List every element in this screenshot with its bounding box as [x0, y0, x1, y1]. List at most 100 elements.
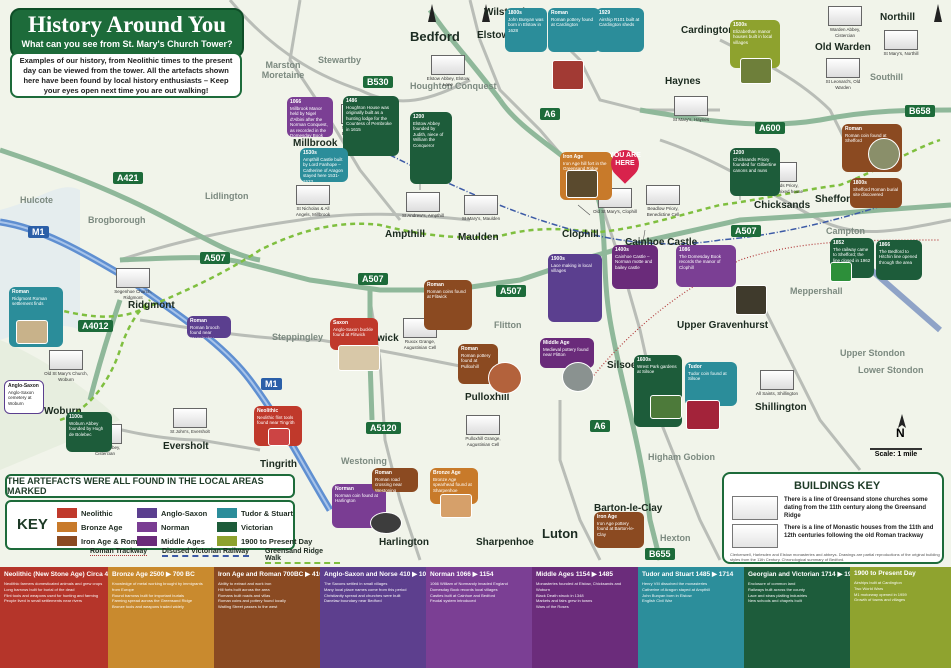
church-maulden: St Mary's, Maulden — [458, 195, 504, 222]
place-label: Flitwick — [362, 333, 399, 344]
place-label: Harlington — [379, 537, 429, 548]
key-label: Norman — [161, 522, 190, 532]
place-label: Houghton Conquest — [410, 81, 497, 91]
place-label: Clophill — [562, 229, 599, 240]
timeline-period-heading: Bronze Age 2500 ▶ 700 BC — [112, 571, 195, 578]
callout-period: 1929 — [599, 10, 611, 16]
callout-text: Airship R101 built at Cardington sheds — [599, 16, 640, 28]
callout-period: 1800s — [508, 10, 522, 16]
callout-text: Houghton House was originally built as a… — [346, 104, 392, 132]
map-subtitle: What can you see from St. Mary's Church … — [21, 39, 233, 49]
timeline-fact: Round barrows built for important burial… — [112, 592, 185, 598]
church-label: Pulloxhill Grange, Augustinian Cell — [465, 436, 501, 447]
key-item: Norman — [137, 522, 189, 532]
key-item: Anglo-Saxon — [137, 508, 207, 518]
place-label: Northill — [880, 12, 915, 23]
place-label: Barton-le-Clay — [594, 503, 663, 514]
timeline-fact: Monasteries founded at Elstow, Chicksand… — [536, 581, 622, 592]
artefact-photo — [552, 60, 584, 90]
place-label: Silsoe — [607, 360, 637, 371]
timeline-fact: Long barrows built for burial of the dea… — [4, 586, 75, 592]
callout-period: 1486 — [346, 98, 358, 104]
place-label: Bedford — [410, 29, 460, 44]
callout-period: 1500s — [733, 22, 747, 28]
key-item: Iron Age & Roman — [57, 536, 146, 546]
callout-period: 1200 — [733, 150, 745, 156]
place-label: Ampthill — [385, 229, 425, 240]
key-swatch — [217, 508, 237, 518]
timeline-fact: Enclosure of common land — [748, 581, 796, 586]
church-warden: Warden Abbey, Cistercian — [820, 6, 870, 38]
callout-period: 1900s — [551, 256, 565, 262]
callout-period: 1852 — [833, 240, 845, 246]
timeline-fact: M1 motorway opened in 1959 — [854, 591, 907, 597]
key-label: Neolithic — [81, 508, 113, 518]
callout-text: Bronze Age spearhead found at Sharpenhoe — [433, 476, 472, 493]
church-label: Chicksands Priory, Gilbertine mixed hous… — [756, 183, 804, 194]
church-label: Elstow Abbey, Elstow Lane — [426, 76, 470, 87]
intro-text: Examples of our history, from Neolithic … — [10, 52, 242, 98]
timeline-fact: Hill forts built across the area — [218, 586, 270, 592]
church-label: St Mary's, Haynes — [672, 117, 710, 122]
artefacts-heading: THE ARTEFACTS WERE ALL FOUND IN THE LOCA… — [5, 474, 295, 498]
artefact-photo — [440, 494, 472, 518]
place-label: Chicksands — [754, 200, 811, 211]
church-label: St Mary's, Maulden — [461, 216, 501, 221]
road-label: A6 — [540, 108, 560, 120]
callout-text: Roman brooch found near Steppingley — [190, 324, 220, 339]
church-ridgmont: Segenhoe Church, Ridgmont — [108, 268, 158, 300]
place-label: Old Warden — [815, 42, 871, 53]
place-label: Elstow — [477, 30, 510, 41]
timeline-fact: Wars of the Roses — [536, 604, 569, 610]
timeline-fact: Airships built at Cardington — [854, 580, 902, 585]
place-label: Tingrith — [260, 459, 298, 470]
artefact-photo — [740, 58, 772, 84]
callout-text: Chicksands Priory founded for Gilbertine… — [733, 156, 777, 173]
road-label: M1 — [261, 378, 282, 390]
timeline-fact: Bronze tools and weapons traded widely — [112, 604, 184, 610]
church-label: Segenhoe Church, Ridgmont — [114, 289, 152, 300]
timeline-fact: Christianity spread and churches were bu… — [324, 592, 401, 598]
timeline-fact: Growth of towns and villages — [854, 597, 906, 603]
callout-period: 1100s — [69, 414, 83, 420]
road-label: A507 — [496, 285, 526, 297]
road-label: A421 — [113, 172, 143, 184]
timeline-fact: Castles built at Cainhoe and Bedford — [430, 592, 496, 598]
callout-text: John Bunyan was born in Elstow in 1628 — [508, 16, 544, 33]
church-label: St Nicholas & All Angels, Millbrook — [295, 206, 331, 217]
place-label: Haynes — [665, 76, 701, 87]
buildings-key-text: There is a line of Monastic houses from … — [784, 525, 934, 539]
key-swatch — [57, 508, 77, 518]
church-haynes: St Mary's, Haynes — [668, 96, 714, 123]
callout-text: Lace making in local villages — [551, 262, 592, 274]
artefact-photo — [338, 345, 380, 371]
callout-text: Shefford Roman burial site discovered — [853, 186, 898, 198]
place-label: Stewartby — [318, 55, 362, 65]
timeline-fact: Roman coins and pottery found locally — [218, 598, 286, 604]
road-label: B655 — [645, 548, 675, 560]
place-label: Westoning — [341, 456, 387, 466]
place-label: Woburn — [44, 406, 82, 417]
timeline-fact: Ability to extract and work iron — [218, 581, 272, 586]
you-are-here-label: YOU ARE HERE — [609, 152, 641, 167]
callout-text: Tudor coin found at Silsoe — [688, 370, 727, 382]
church-label: Beadlow Priory, Benedictine Cell — [646, 206, 680, 217]
callout-period: Anglo-Saxon — [8, 383, 39, 389]
key-label: Anglo-Saxon — [161, 508, 208, 518]
key-swatch — [217, 536, 237, 546]
church-northill: St Mary's, Northill — [878, 30, 924, 57]
callout-text: The Bedford to Hitchin line opened throu… — [879, 248, 918, 265]
church-marys: St Nicholas & All Angels, Millbrook — [290, 185, 336, 217]
key-label: 1900 to Present Day — [241, 536, 313, 546]
timeline-fact: New schools and chapels built — [748, 598, 802, 604]
artefact-photo — [268, 428, 290, 446]
